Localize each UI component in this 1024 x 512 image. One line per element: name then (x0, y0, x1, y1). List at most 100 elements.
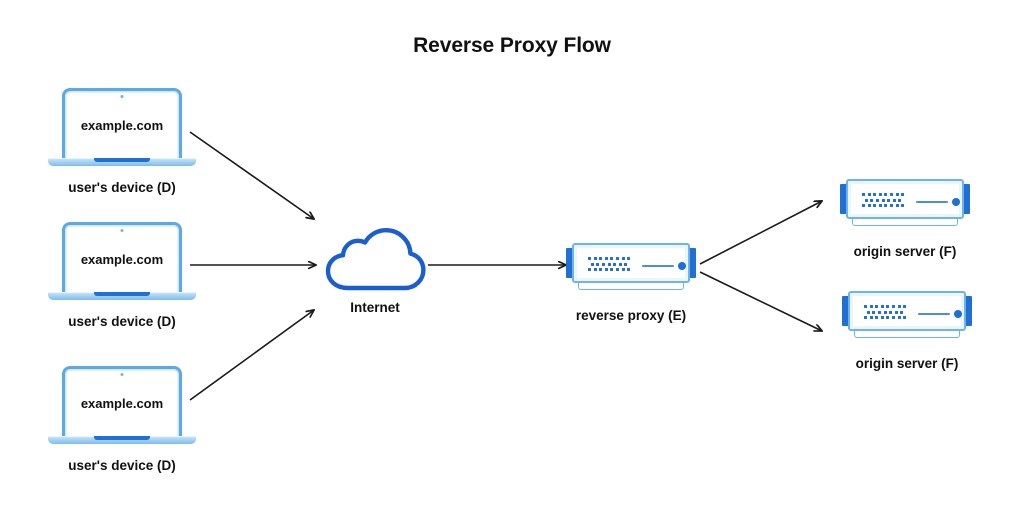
server-dot (883, 310, 887, 314)
server-dot (876, 198, 879, 202)
edge-device3-internet (189, 310, 314, 401)
server-dot (901, 204, 905, 207)
server-dot (862, 193, 865, 196)
node-user-device-3[interactable]: example.com user's device (D) (48, 366, 196, 473)
server-shelf (854, 331, 960, 338)
node-label-reverse-proxy: reverse proxy (E) (575, 308, 687, 323)
server-dot (901, 193, 905, 196)
server-dot (875, 305, 879, 308)
server-dot (864, 316, 867, 319)
server-dot (878, 204, 882, 207)
server-dot (884, 204, 888, 207)
server-dot (604, 257, 608, 260)
device-screen-text: example.com (80, 252, 164, 267)
device-screen-text: example.com (80, 396, 164, 411)
server-dot (884, 193, 888, 196)
server-dot (895, 193, 899, 196)
laptop-icon: example.com (48, 88, 196, 174)
server-body (572, 243, 690, 283)
server-dot-matrix (862, 193, 908, 209)
server-dot (869, 316, 873, 319)
server-dot (873, 193, 877, 196)
server-shelf (852, 219, 958, 226)
laptop-base (48, 292, 196, 300)
server-dot (880, 305, 884, 308)
server-dot (892, 305, 895, 308)
server-dot (627, 268, 631, 271)
laptop-camera-icon (120, 94, 124, 98)
server-dot (864, 305, 867, 308)
server-status-line (916, 200, 948, 203)
edge-device1-internet (189, 131, 314, 219)
server-dot (895, 204, 899, 207)
server-dot-matrix (864, 305, 910, 321)
server-status-line (642, 264, 674, 267)
server-tab-left (842, 296, 851, 326)
server-dot (604, 268, 608, 271)
laptop-lid: example.com (62, 88, 182, 160)
server-dot (869, 305, 873, 308)
server-dot (596, 262, 600, 266)
server-dot (870, 198, 874, 202)
server-dot (624, 262, 628, 266)
server-dot (610, 257, 614, 260)
server-dot (621, 268, 625, 271)
server-dot (864, 198, 868, 202)
server-dot (618, 262, 622, 266)
server-dot (878, 310, 881, 314)
laptop-base (48, 158, 196, 166)
laptop-notch (94, 158, 150, 162)
laptop-notch (94, 436, 150, 440)
edge-proxy-origin2 (699, 271, 822, 331)
server-dot (880, 316, 884, 319)
server-dot (599, 268, 603, 271)
server-dot-matrix (588, 257, 634, 273)
node-label-origin-server-2: origin server (F) (855, 356, 959, 371)
laptop-notch (94, 292, 150, 296)
server-dot (900, 310, 904, 314)
server-dot (886, 305, 890, 308)
laptop-lid: example.com (62, 222, 182, 294)
server-dot (607, 262, 611, 266)
server-icon (840, 176, 970, 228)
edge-proxy-origin1 (699, 201, 822, 265)
server-dot (627, 257, 631, 260)
server-dot (616, 257, 619, 260)
server-dot (894, 310, 898, 314)
server-dot (602, 262, 605, 266)
node-origin-server-1[interactable]: origin server (F) (840, 176, 970, 259)
server-dot (593, 268, 597, 271)
server-dot (892, 198, 896, 202)
node-label-user-device-3: user's device (D) (68, 458, 176, 473)
server-led-icon (952, 197, 960, 206)
laptop-lid: example.com (62, 366, 182, 438)
node-user-device-2[interactable]: example.com user's device (D) (48, 222, 196, 329)
server-dot (887, 198, 891, 202)
node-origin-server-2[interactable]: origin server (F) (842, 288, 972, 371)
node-reverse-proxy[interactable]: reverse proxy (E) (566, 240, 696, 323)
server-tab-right (963, 296, 972, 326)
server-dot (590, 262, 594, 266)
server-shelf (578, 283, 684, 290)
server-icon (842, 288, 972, 340)
node-internet[interactable]: Internet (324, 228, 426, 315)
server-dot (898, 198, 902, 202)
server-dot (613, 262, 617, 266)
server-dot (621, 257, 625, 260)
server-dot (875, 316, 879, 319)
node-user-device-1[interactable]: example.com user's device (D) (48, 88, 196, 195)
server-dot (892, 316, 895, 319)
server-dot (897, 305, 901, 308)
server-icon (566, 240, 696, 292)
server-dot (867, 204, 871, 207)
server-dot (593, 257, 597, 260)
server-dot (610, 268, 614, 271)
server-body (846, 179, 964, 219)
server-dot (903, 305, 907, 308)
laptop-base (48, 436, 196, 444)
server-led-icon (678, 261, 686, 270)
server-dot (890, 204, 893, 207)
node-label-user-device-2: user's device (D) (68, 314, 176, 329)
server-tab-left (566, 248, 575, 278)
